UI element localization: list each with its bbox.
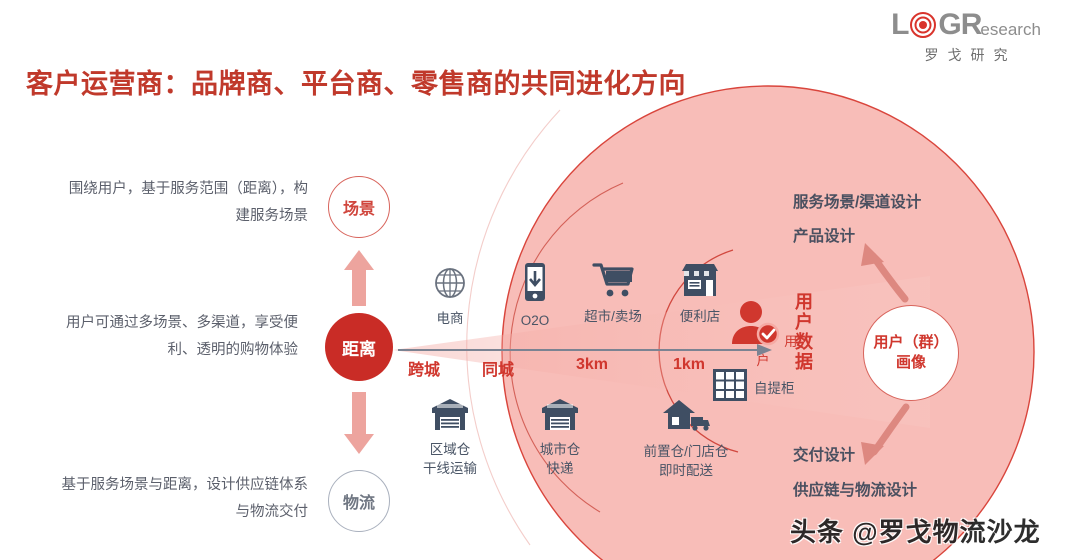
logo-letter-r: R: [960, 8, 983, 41]
storefront-icon: [645, 262, 755, 304]
node-label: 用户: [756, 334, 798, 368]
distance-label-1km: 1km: [673, 356, 706, 373]
mobile-download-icon: [480, 262, 590, 308]
node-label: 前置仓/门店仓: [643, 443, 729, 459]
description-distance: 用户可通过多场景、多渠道，享受便利、透明的购物体验: [66, 315, 298, 358]
user-data-vertical-label: 用户数据: [795, 292, 813, 373]
globe-icon: [395, 266, 505, 306]
node-regional-warehouse: 区域仓 干线运输: [395, 397, 505, 479]
node-sublabel: 干线运输: [423, 461, 477, 477]
node-sublabel: 即时配送: [659, 463, 713, 479]
distance-label-3km: 3km: [576, 356, 609, 373]
node-front-warehouse: 前置仓/门店仓 即时配送: [611, 397, 761, 481]
distance-label-same-city: 同城: [482, 362, 515, 379]
node-label: 城市仓: [539, 441, 581, 457]
right-label-delivery-design: 交付设计: [793, 447, 856, 464]
locker-grid-icon: [712, 368, 748, 405]
user-portrait-circle: 用户（群） 画像: [863, 305, 959, 401]
warehouse-icon: [395, 397, 505, 437]
target-rings-icon: [909, 11, 937, 39]
logo-letter-l: L: [891, 8, 909, 41]
user-verified-icon: [729, 301, 785, 349]
node-o2o: O2O: [480, 262, 590, 330]
node-supermarket: 超市/卖场: [558, 262, 668, 326]
arrow-down-icon: [343, 392, 375, 454]
right-label-product-design: 产品设计: [793, 228, 856, 245]
shopping-cart-icon: [558, 262, 668, 304]
node-city-warehouse: 城市仓 快递: [505, 397, 615, 479]
node-label: 便利店: [679, 308, 721, 324]
logo-chinese-name: 罗戈研究: [924, 47, 1017, 63]
house-truck-icon: [611, 397, 761, 439]
logo-letter-g: G: [938, 8, 961, 41]
node-label: 自提柜: [754, 380, 795, 396]
axis-circle-distance: 距离: [325, 313, 393, 381]
node-sublabel: 快递: [546, 461, 574, 477]
page-title: 客户运营商：品牌商、平台商、零售商的共同进化方向: [26, 69, 686, 99]
right-label-service-channel-design: 服务场景/渠道设计: [793, 194, 922, 211]
logo-research-text: esearch: [980, 19, 1041, 39]
node-label: 电商: [436, 310, 464, 326]
node-pickup-locker: 自提柜: [712, 368, 795, 405]
node-user: 用户: [723, 300, 803, 369]
axis-circle-scene: 场景: [328, 176, 390, 238]
node-label: 区域仓: [429, 441, 471, 457]
node-ecommerce: 电商: [395, 266, 505, 328]
watermark-text: 头条 @罗戈物流沙龙: [790, 517, 1041, 547]
right-label-supplychain-design: 供应链与物流设计: [793, 482, 918, 499]
arrow-up-icon: [343, 250, 375, 306]
description-logistics: 基于服务场景与距离，设计供应链体系与物流交付: [61, 477, 309, 520]
node-label: 超市/卖场: [584, 308, 642, 324]
axis-circle-logistics: 物流: [328, 470, 390, 532]
warehouse-icon: [505, 397, 615, 437]
portrait-line-1: 用户（群）: [873, 333, 949, 351]
node-convenience-store: 便利店: [645, 262, 755, 326]
distance-label-cross-city: 跨城: [408, 362, 441, 379]
brand-logo: L G R esearch 罗戈研究: [876, 8, 1056, 63]
portrait-line-2: 画像: [895, 354, 926, 371]
description-scene: 围绕用户，基于服务范围（距离），构建服务场景: [68, 181, 308, 224]
node-label: O2O: [520, 312, 550, 328]
logo-wordmark: L G R esearch: [876, 8, 1056, 42]
